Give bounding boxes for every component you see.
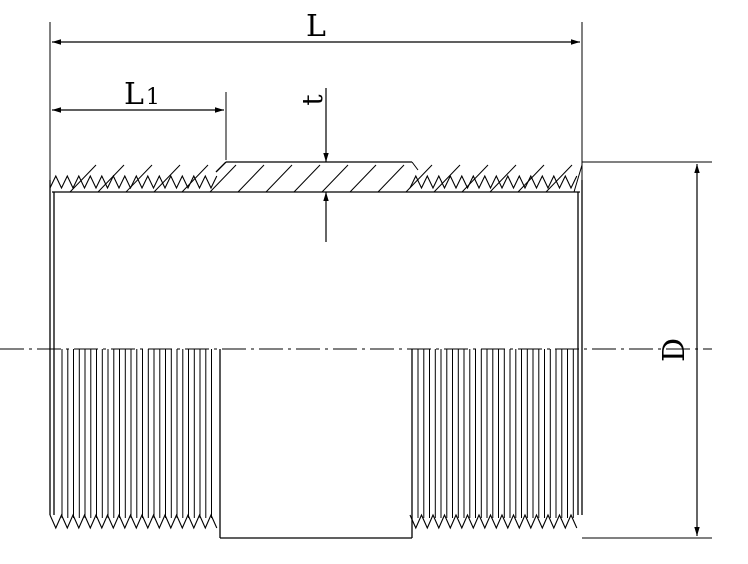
thread-profile-bottom-right (409, 513, 578, 530)
dimension-L: L (52, 9, 580, 45)
thread-profile-bottom-left (49, 513, 218, 530)
extension-lines (49, 22, 712, 539)
dimension-D: D (657, 164, 700, 536)
dimension-L-label: L (306, 9, 326, 44)
section-hatching (69, 164, 583, 193)
dimension-L1-label: L1 (124, 77, 160, 112)
dimension-D-label: D (657, 338, 692, 362)
thread-profile-top-left (49, 174, 218, 190)
dimension-t-label: t (296, 94, 329, 106)
thread-profile-top-right (409, 174, 578, 190)
dimension-L1: L1 (52, 77, 224, 113)
thread-root-top (49, 161, 583, 192)
pipe-outline (49, 161, 583, 539)
dimension-L1-subscript: 1 (146, 85, 160, 110)
thread-lines-bottom (61, 349, 574, 518)
